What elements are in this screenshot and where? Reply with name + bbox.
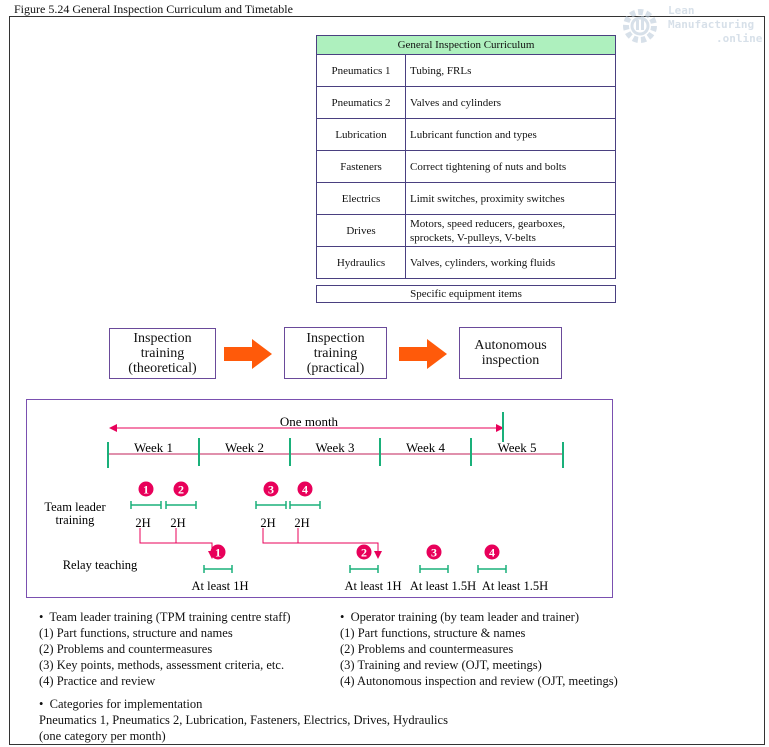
team-leader-session-marker-number: 4 <box>302 483 308 497</box>
figure-title: Figure 5.24 General Inspection Curriculu… <box>14 2 293 16</box>
team-leader-session-marker-number: 2 <box>178 483 184 497</box>
list-item: (3) Key points, methods, assessment crit… <box>39 658 285 672</box>
list-item: (3) Training and review (OJT, meetings) <box>340 658 542 672</box>
team-leader-session-marker-number: 1 <box>143 483 149 497</box>
relay-session-duration: At least 1H <box>345 579 402 593</box>
team-leader-session-duration: 2H <box>294 516 309 530</box>
categories-list: Pneumatics 1, Pneumatics 2, Lubrication,… <box>39 713 448 727</box>
list-item: (4) Autonomous inspection and review (OJ… <box>340 674 618 688</box>
week-label: Week 2 <box>225 440 264 455</box>
team-leader-session-duration: 2H <box>170 516 185 530</box>
right-notes-title: • Operator training (by team leader and … <box>340 610 580 624</box>
team-leader-session-marker <box>263 481 279 497</box>
relay-session-marker <box>356 544 372 560</box>
watermark-text: Lean Manufacturing .online <box>668 4 763 45</box>
categories-title: • Categories for implementation <box>39 697 203 711</box>
relay-session-duration: At least 1.5H <box>482 579 548 593</box>
flow-step-practical: Inspection training (practical) <box>284 327 387 379</box>
flow-step-autonomous: Autonomous inspection <box>459 327 562 379</box>
category-cell: Electrics <box>316 182 406 215</box>
category-cell: Drives <box>316 214 406 247</box>
list-item: (4) Practice and review <box>39 674 156 688</box>
flow-arrow-icon <box>399 339 447 369</box>
list-item: (1) Part functions, structure & names <box>340 626 526 640</box>
category-cell: Fasteners <box>316 150 406 183</box>
figure-frame <box>9 16 765 745</box>
month-span-label: One month <box>280 414 339 429</box>
content-cell: Tubing, FRLs <box>405 54 616 87</box>
relay-session-marker-number: 4 <box>489 546 495 560</box>
team-leader-session-marker-number: 3 <box>268 483 274 497</box>
relay-teaching-label: Relay teaching <box>63 558 138 572</box>
list-item: (2) Problems and countermeasures <box>39 642 213 656</box>
left-notes-title: • Team leader training (TPM training cen… <box>39 610 291 624</box>
content-cell: Valves and cylinders <box>405 86 616 119</box>
content-cell: Valves, cylinders, working fluids <box>405 246 616 279</box>
team-leader-label-line2: training <box>56 513 96 527</box>
team-leader-session-marker <box>297 481 313 497</box>
team-leader-session-marker <box>138 481 154 497</box>
flow-step-theoretical: Inspection training (theoretical) <box>109 328 216 379</box>
relay-session-marker-number: 2 <box>361 546 367 560</box>
week-label: Week 3 <box>315 440 354 455</box>
category-cell: Lubrication <box>316 118 406 151</box>
watermark-logo: Lean Manufacturing .online <box>616 4 769 48</box>
relay-session-duration: At least 1.5H <box>410 579 476 593</box>
specific-equipment-box: Specific equipment items <box>316 285 616 303</box>
timeline-box <box>26 399 613 598</box>
right-notes: • Operator training (by team leader and … <box>340 609 660 689</box>
week-label: Week 5 <box>497 440 536 455</box>
team-leader-session-duration: 2H <box>260 516 275 530</box>
relay-connector-2 <box>262 528 382 559</box>
relay-session-marker <box>426 544 442 560</box>
timeline-chart: One month Week 1 Week 2 Week 3 Week 4 Week 5… <box>44 412 564 593</box>
week-label: Week 1 <box>134 440 173 455</box>
categories-notes: • Categories for implementation Pneumati… <box>39 696 639 744</box>
gear-icon <box>623 9 657 43</box>
flow-arrow-icon <box>224 339 272 369</box>
category-cell: Hydraulics <box>316 246 406 279</box>
left-notes: • Team leader training (TPM training cen… <box>39 609 339 689</box>
relay-session-marker-number: 3 <box>431 546 437 560</box>
team-leader-session-duration: 2H <box>135 516 150 530</box>
relay-session-duration: At least 1H <box>192 579 249 593</box>
week-label: Week 4 <box>406 440 446 455</box>
relay-session-marker-number: 1 <box>215 546 221 560</box>
curriculum-table: General Inspection Curriculum Pneumatics… <box>316 35 616 279</box>
relay-session-marker <box>484 544 500 560</box>
categories-frequency: (one category per month) <box>39 729 166 743</box>
team-leader-label-line1: Team leader <box>44 500 106 514</box>
list-item: (2) Problems and countermeasures <box>340 642 514 656</box>
team-leader-session-marker <box>173 481 189 497</box>
list-item: (1) Part functions, structure and names <box>39 626 233 640</box>
